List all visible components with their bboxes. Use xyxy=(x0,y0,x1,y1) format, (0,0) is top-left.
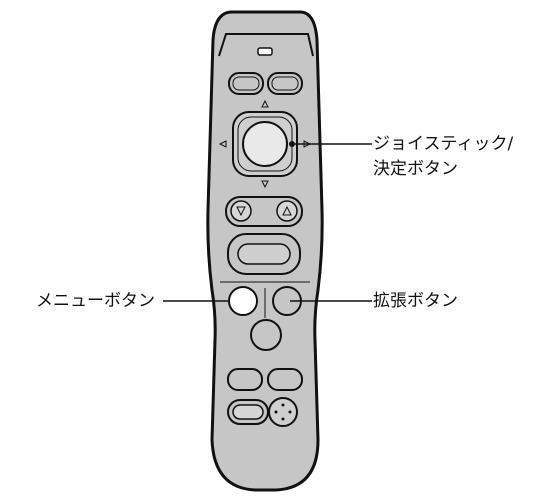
small-pad-dot xyxy=(281,403,285,407)
lower-right-button[interactable] xyxy=(267,368,303,391)
small-pad[interactable] xyxy=(268,397,298,427)
joystick-label-line1: ジョイスティック/ xyxy=(373,134,514,154)
menu-button[interactable] xyxy=(228,286,258,316)
wide-button[interactable] xyxy=(237,243,291,265)
up-triangle-icon xyxy=(282,205,292,216)
joystick-label-line2: 決定ボタン xyxy=(373,159,458,179)
top-left-button-inner xyxy=(232,76,260,91)
top-right-button[interactable] xyxy=(267,72,303,95)
small-pad-dot xyxy=(274,410,278,414)
down-triangle-icon xyxy=(236,206,246,217)
menu-button-label: メニューボタン xyxy=(36,291,155,311)
down-arrow-icon xyxy=(261,180,269,189)
up-arrow-icon xyxy=(261,99,269,108)
top-left-button[interactable] xyxy=(228,72,264,95)
plus-button[interactable] xyxy=(276,200,298,222)
small-pad-dot xyxy=(281,417,285,421)
large-round-button[interactable] xyxy=(250,319,282,351)
bottom-button[interactable] xyxy=(232,404,264,420)
small-pad-dot xyxy=(288,410,292,414)
remote-top-cap xyxy=(218,33,314,57)
top-right-button-inner xyxy=(271,76,299,91)
indicator-slot xyxy=(257,47,273,56)
lower-left-button[interactable] xyxy=(227,368,263,391)
expand-button-label: 拡張ボタン xyxy=(373,291,458,311)
minus-button[interactable] xyxy=(230,200,252,222)
left-arrow-icon xyxy=(218,140,227,148)
joystick[interactable] xyxy=(242,121,288,167)
